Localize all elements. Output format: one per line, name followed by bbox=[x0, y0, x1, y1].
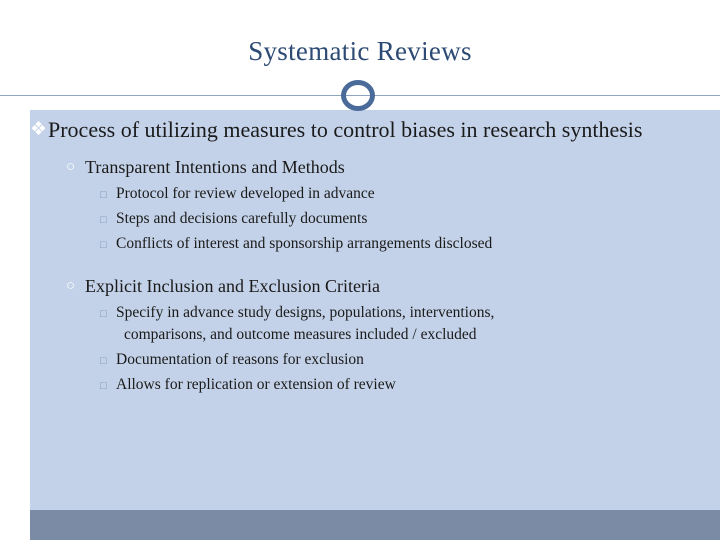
bullet-level3-text: Allows for replication or extension of r… bbox=[116, 376, 396, 393]
slide-left-margin bbox=[0, 0, 30, 540]
square-bullet-icon: □ bbox=[100, 239, 107, 251]
bullet-level3: □ Conflicts of interest and sponsorship … bbox=[30, 233, 720, 255]
diamond-bullet-icon: ❖ bbox=[30, 119, 48, 140]
bullet-level3-text: Steps and decisions carefully documents bbox=[116, 210, 368, 227]
bullet-level3: □ Allows for replication or extension of… bbox=[30, 374, 720, 396]
square-bullet-icon: □ bbox=[100, 308, 107, 320]
bullet-level2-text: Transparent Intentions and Methods bbox=[85, 157, 345, 177]
title-divider-right bbox=[392, 95, 720, 96]
bullet-level2: ○ Explicit Inclusion and Exclusion Crite… bbox=[30, 273, 720, 299]
bullet-level3: □ Specify in advance study designs, popu… bbox=[30, 302, 720, 346]
bullet-level2: ○ Transparent Intentions and Methods bbox=[30, 154, 720, 180]
square-bullet-icon: □ bbox=[100, 380, 107, 392]
bullet-level1-text: Process of utilizing measures to control… bbox=[48, 117, 643, 142]
bullet-level3-text: Specify in advance study designs, popula… bbox=[116, 304, 495, 321]
bullet-level3-text-continuation: comparisons, and outcome measures includ… bbox=[124, 326, 477, 343]
bullet-level1: ❖ Process of utilizing measures to contr… bbox=[30, 116, 720, 144]
bullet-level3-text: Conflicts of interest and sponsorship ar… bbox=[116, 235, 493, 252]
page-title: Systematic Reviews bbox=[248, 36, 472, 66]
ring-decoration-icon bbox=[341, 80, 375, 111]
square-bullet-icon: □ bbox=[100, 214, 107, 226]
circle-bullet-icon: ○ bbox=[66, 278, 76, 294]
bullet-level2-text: Explicit Inclusion and Exclusion Criteri… bbox=[85, 276, 380, 296]
circle-bullet-icon: ○ bbox=[66, 159, 76, 175]
square-bullet-icon: □ bbox=[100, 189, 107, 201]
title-divider-left bbox=[0, 95, 530, 96]
slide-bottom-bar bbox=[30, 510, 720, 540]
slide-body-background bbox=[30, 110, 720, 510]
square-bullet-icon: □ bbox=[100, 355, 107, 367]
bullet-level3: □ Protocol for review developed in advan… bbox=[30, 183, 720, 205]
bullet-level3-text: Documentation of reasons for exclusion bbox=[116, 351, 364, 368]
slide-content: ❖ Process of utilizing measures to contr… bbox=[30, 116, 720, 396]
bullet-level3: □ Steps and decisions carefully document… bbox=[30, 208, 720, 230]
bullet-level3: □ Documentation of reasons for exclusion bbox=[30, 349, 720, 371]
bullet-level3-text: Protocol for review developed in advance bbox=[116, 185, 375, 202]
